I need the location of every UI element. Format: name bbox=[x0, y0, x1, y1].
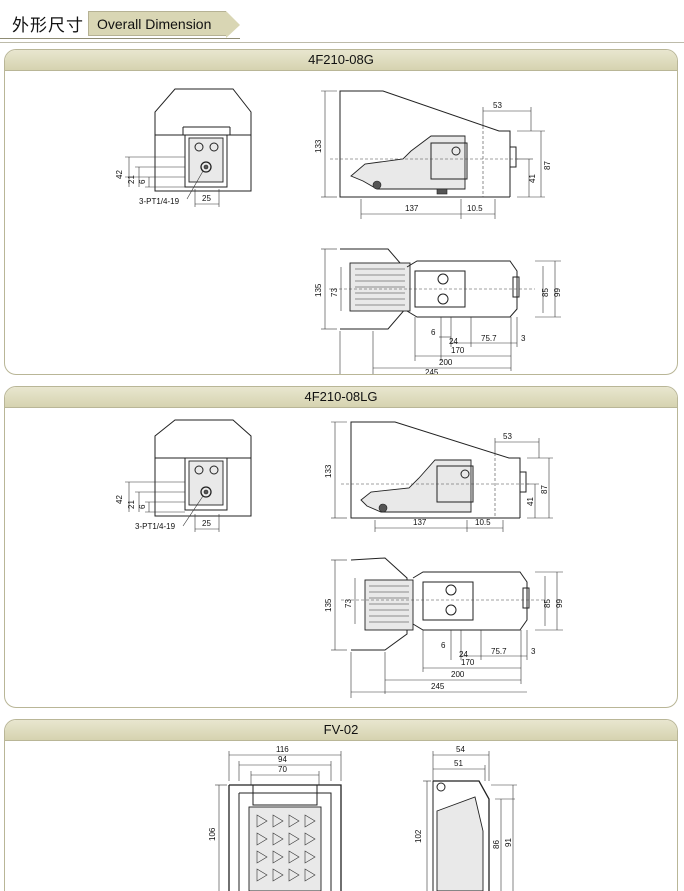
front-view: 42 21 6 25 3-PT1/4-19 bbox=[115, 419, 252, 532]
dim-42: 42 bbox=[115, 170, 124, 179]
dim-245: 245 bbox=[431, 682, 445, 691]
dim-25: 25 bbox=[202, 519, 211, 528]
port-label: 3-PT1/4-19 bbox=[135, 522, 176, 531]
dim-200: 200 bbox=[451, 670, 465, 679]
dim-10-5: 10.5 bbox=[475, 518, 491, 527]
dim-41: 41 bbox=[528, 174, 537, 183]
panel-body: 42 21 6 25 3-PT1/4-19 bbox=[5, 71, 677, 374]
header-rule-long bbox=[0, 42, 684, 43]
dim-200: 200 bbox=[439, 358, 453, 367]
side-view: 133 53 87 41 137 10.5 bbox=[324, 421, 553, 532]
dim-75-7: 75.7 bbox=[481, 334, 497, 343]
top-view: 135 73 85 99 6 24 75.7 3 bbox=[314, 248, 562, 375]
panel-body: 116 94 70 bbox=[5, 741, 677, 891]
dim-3: 3 bbox=[531, 647, 536, 656]
dim-41: 41 bbox=[526, 497, 535, 506]
dim-91: 91 bbox=[504, 838, 513, 847]
dim-6: 6 bbox=[138, 179, 147, 184]
panel-4f210-08lg: 4F210-08LG 42 21 6 bbox=[4, 386, 678, 708]
dim-245: 245 bbox=[425, 368, 439, 375]
port-label: 3-PT1/4-19 bbox=[139, 197, 180, 206]
dim-170: 170 bbox=[451, 346, 465, 355]
dim-106: 106 bbox=[208, 827, 217, 841]
dim-6: 6 bbox=[431, 328, 436, 337]
panel-fv-02: FV-02 116 94 70 bbox=[4, 719, 678, 891]
dim-99: 99 bbox=[553, 288, 562, 297]
dim-70: 70 bbox=[278, 765, 287, 774]
dim-24: 24 bbox=[449, 337, 458, 346]
dim-6: 6 bbox=[441, 641, 446, 650]
drawing-fv-02: 116 94 70 bbox=[208, 745, 517, 891]
dim-73: 73 bbox=[330, 288, 339, 297]
title-tab: Overall Dimension bbox=[88, 11, 240, 38]
dim-86: 86 bbox=[492, 840, 501, 849]
dim-10-5: 10.5 bbox=[467, 204, 483, 213]
dim-137: 137 bbox=[413, 518, 427, 527]
dim-51: 51 bbox=[454, 759, 463, 768]
front-view: 42 21 6 25 3-PT1/4-19 bbox=[115, 88, 252, 207]
dim-6: 6 bbox=[138, 504, 147, 509]
top-view: 135 73 85 99 6 24 75.7 3 bbox=[324, 557, 564, 698]
dim-99: 99 bbox=[555, 599, 564, 608]
drawing-4f210-08g: 42 21 6 25 3-PT1/4-19 bbox=[115, 88, 562, 375]
dim-54: 54 bbox=[456, 745, 465, 754]
panel-body: 42 21 6 25 3-PT1/4-19 bbox=[5, 408, 677, 707]
dim-53: 53 bbox=[503, 432, 512, 441]
dim-25: 25 bbox=[202, 194, 211, 203]
panel-title: 4F210-08LG bbox=[5, 387, 677, 408]
dim-21: 21 bbox=[127, 500, 136, 509]
header-rule bbox=[0, 38, 240, 39]
dim-73: 73 bbox=[344, 599, 353, 608]
dim-94: 94 bbox=[278, 755, 287, 764]
dim-87: 87 bbox=[540, 485, 549, 494]
front-view: 116 94 70 bbox=[208, 745, 342, 891]
dim-170: 170 bbox=[461, 658, 475, 667]
dim-87: 87 bbox=[543, 161, 552, 170]
side-view: 133 53 87 41 137 10.5 bbox=[314, 90, 552, 219]
dim-42: 42 bbox=[115, 495, 124, 504]
dim-135: 135 bbox=[314, 283, 323, 297]
dim-75-7: 75.7 bbox=[491, 647, 507, 656]
dim-133: 133 bbox=[314, 139, 323, 153]
dim-85: 85 bbox=[543, 599, 552, 608]
drawing-4f210-08lg: 42 21 6 25 3-PT1/4-19 bbox=[115, 419, 564, 698]
dim-53: 53 bbox=[493, 101, 502, 110]
side-view: 54 51 102 86 91 bbox=[414, 745, 517, 891]
dim-133: 133 bbox=[324, 464, 333, 478]
page-header: 外形尺寸 Overall Dimension bbox=[0, 0, 684, 46]
title-chinese: 外形尺寸 bbox=[12, 16, 84, 36]
dim-3: 3 bbox=[521, 334, 526, 343]
title-english: Overall Dimension bbox=[97, 16, 212, 32]
dim-85: 85 bbox=[541, 288, 550, 297]
dim-24: 24 bbox=[459, 650, 468, 659]
dim-102: 102 bbox=[414, 829, 423, 843]
panel-4f210-08g: 4F210-08G 42 21 bbox=[4, 49, 678, 375]
dim-21: 21 bbox=[127, 175, 136, 184]
dim-135: 135 bbox=[324, 598, 333, 612]
dim-137: 137 bbox=[405, 204, 419, 213]
panel-title: FV-02 bbox=[5, 720, 677, 741]
dim-116: 116 bbox=[276, 745, 289, 754]
panel-title: 4F210-08G bbox=[5, 50, 677, 71]
